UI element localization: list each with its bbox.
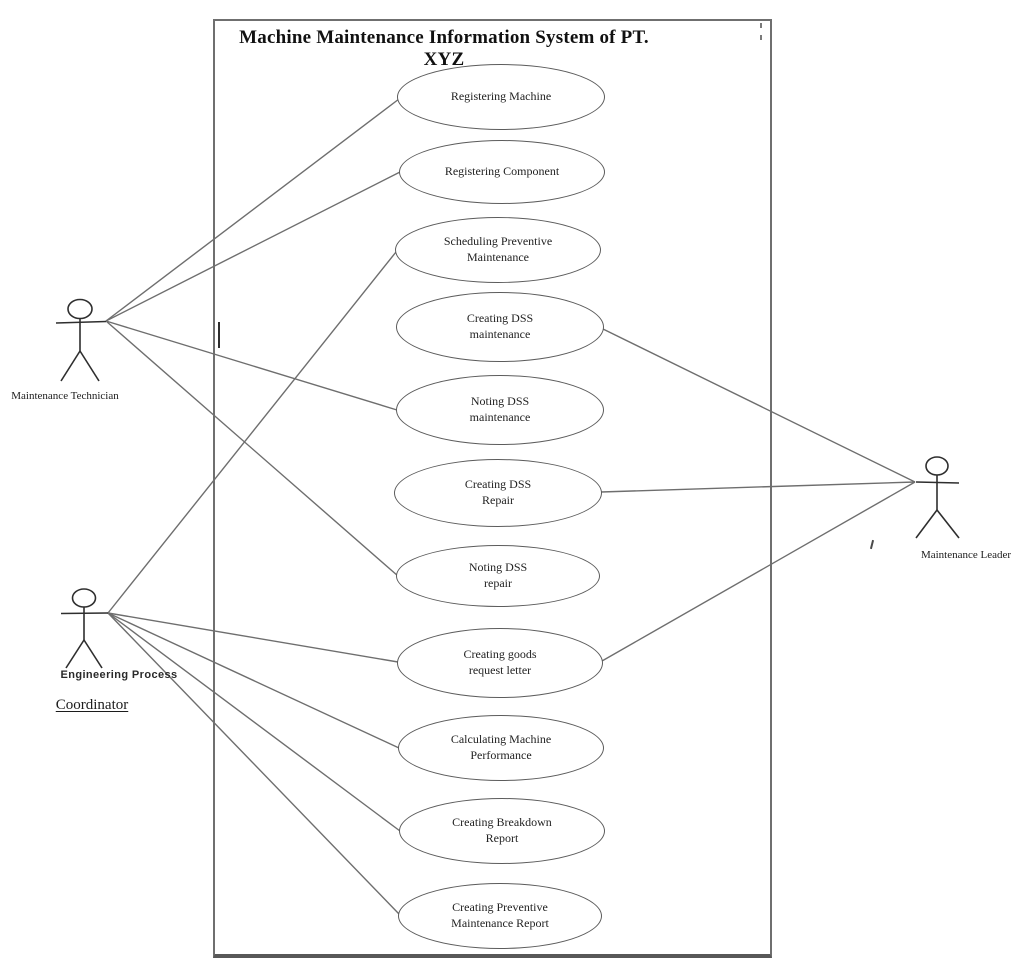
actor-head: [71, 588, 97, 608]
usecase-label: Scheduling Preventive Maintenance: [443, 234, 553, 264]
actor-arms: [55, 320, 107, 324]
usecase-noting-dss-repair: Noting DSS repair: [396, 545, 600, 607]
speck-artifact: [760, 23, 762, 28]
usecase-registering-component: Registering Component: [399, 140, 605, 204]
actor-maintenance-leader-figure: [915, 456, 960, 539]
actor-label-engineering-process: Engineering Process: [60, 669, 178, 681]
actor-label-maintenance-technician: Maintenance Technician: [11, 390, 119, 402]
actor-engineering-process-coordinator-figure: [60, 588, 109, 669]
actor-label-maintenance-leader: Maintenance Leader: [920, 549, 1012, 561]
usecase-calculating-machine-performance: Calculating Machine Performance: [398, 715, 604, 781]
actor-right-leg: [936, 509, 960, 539]
diagram-title: Machine Maintenance Information System o…: [239, 27, 649, 70]
usecase-creating-breakdown-report: Creating Breakdown Report: [399, 798, 605, 864]
usecase-label: Creating Breakdown Report: [452, 815, 552, 845]
usecase-label: Noting DSS maintenance: [469, 394, 531, 424]
actor-arms: [60, 612, 109, 615]
usecase-label: Creating DSS maintenance: [466, 311, 534, 341]
assoc-leader-goods-request-letter: [601, 481, 916, 662]
assoc-coordinator-calculating-performance: [107, 612, 400, 749]
usecase-label: Noting DSS repair: [468, 560, 528, 590]
usecase-noting-dss-maintenance: Noting DSS maintenance: [396, 375, 604, 445]
actor-left-leg: [65, 639, 85, 669]
usecase-registering-machine: Registering Machine: [397, 64, 605, 130]
assoc-leader-creating-dss-repair: [600, 481, 916, 493]
usecase-creating-dss-repair: Creating DSS Repair: [394, 459, 602, 527]
usecase-label: Registering Machine: [450, 89, 552, 104]
assoc-technician-noting-dss-maintenance: [105, 320, 398, 411]
usecase-label: Calculating Machine Performance: [450, 732, 552, 762]
usecase-label: Creating goods request letter: [463, 647, 537, 677]
actor-right-leg: [83, 639, 103, 669]
speck-artifact: [760, 35, 762, 40]
assoc-coordinator-goods-request-letter: [107, 612, 399, 663]
actor-arms: [915, 481, 960, 484]
usecase-creating-preventive-maintenance-report: Creating Preventive Maintenance Report: [398, 883, 602, 949]
actor-right-leg: [79, 350, 100, 382]
assoc-technician-noting-dss-repair: [105, 320, 399, 577]
assoc-coordinator-breakdown-report: [107, 612, 401, 832]
text-cursor-artifact: [218, 322, 220, 348]
usecase-label: Creating Preventive Maintenance Report: [451, 900, 549, 930]
usecase-label: Creating DSS Repair: [464, 477, 532, 507]
actor-head: [67, 298, 93, 320]
association-lines: [105, 98, 916, 915]
actor-left-leg: [60, 350, 81, 382]
assoc-coordinator-preventive-report: [107, 612, 400, 915]
actor-maintenance-technician-figure: [55, 298, 107, 382]
usecase-creating-dss-maintenance: Creating DSS maintenance: [396, 292, 604, 362]
assoc-technician-registering-machine: [105, 98, 400, 322]
assoc-technician-registering-component: [105, 171, 401, 322]
assoc-coordinator-scheduling-preventive: [107, 251, 397, 614]
actor-label-coordinator: Coordinator: [55, 697, 129, 713]
usecase-creating-goods-request-letter: Creating goods request letter: [397, 628, 603, 698]
actor-left-leg: [915, 509, 938, 539]
actor-head: [925, 456, 949, 476]
usecase-label: Registering Component: [444, 164, 560, 179]
usecase-scheduling-preventive-maintenance: Scheduling Preventive Maintenance: [395, 217, 601, 283]
assoc-leader-creating-dss-maintenance: [602, 328, 916, 483]
